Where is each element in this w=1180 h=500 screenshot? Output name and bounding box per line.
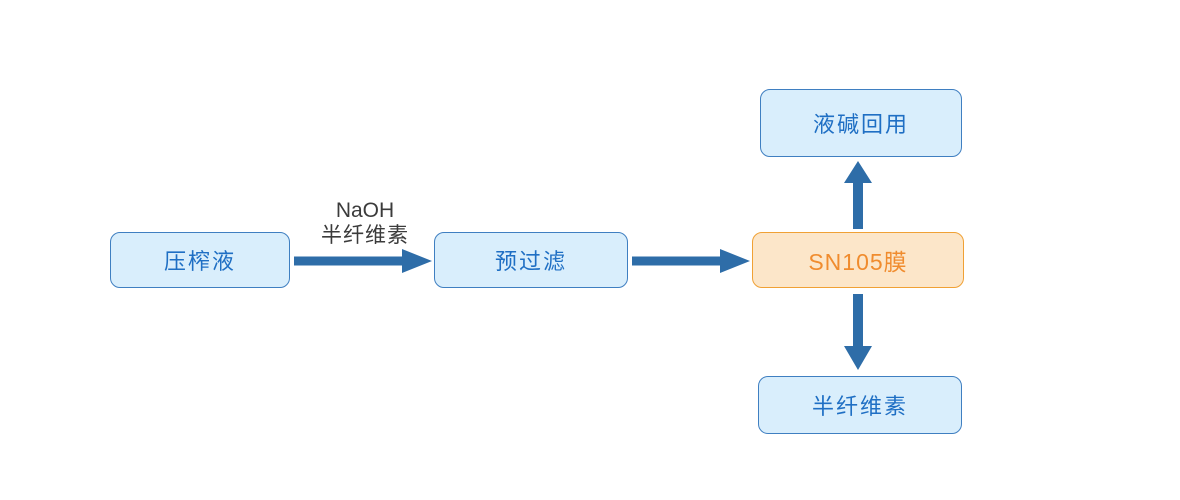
arrow-membrane-to-alkali	[840, 161, 876, 229]
node-press-liquid[interactable]: 压榨液	[110, 232, 290, 288]
edge-label-naoh-hemicellulose: NaOH 半纤维素	[295, 199, 435, 249]
node-pre-filtration[interactable]: 预过滤	[434, 232, 628, 288]
edge-label-line-1: NaOH	[335, 199, 395, 222]
node-sn105-membrane[interactable]: SN105膜	[752, 232, 964, 288]
node-hemicellulose[interactable]: 半纤维素	[758, 376, 962, 434]
node-alkali-reuse[interactable]: 液碱回用	[760, 89, 962, 157]
arrow-membrane-to-hemicellulose	[840, 294, 876, 370]
node-press-liquid-label: 压榨液	[163, 249, 236, 274]
arrow-prefilter-to-membrane	[632, 249, 750, 273]
arrow-press-to-prefilter	[294, 249, 432, 273]
edge-label-line-2: 半纤维素	[321, 223, 409, 247]
node-pre-filtration-label: 预过滤	[494, 249, 567, 274]
node-alkali-reuse-label: 液碱回用	[812, 112, 909, 137]
node-hemicellulose-label: 半纤维素	[811, 394, 908, 419]
node-sn105-membrane-label: SN105膜	[808, 249, 908, 275]
